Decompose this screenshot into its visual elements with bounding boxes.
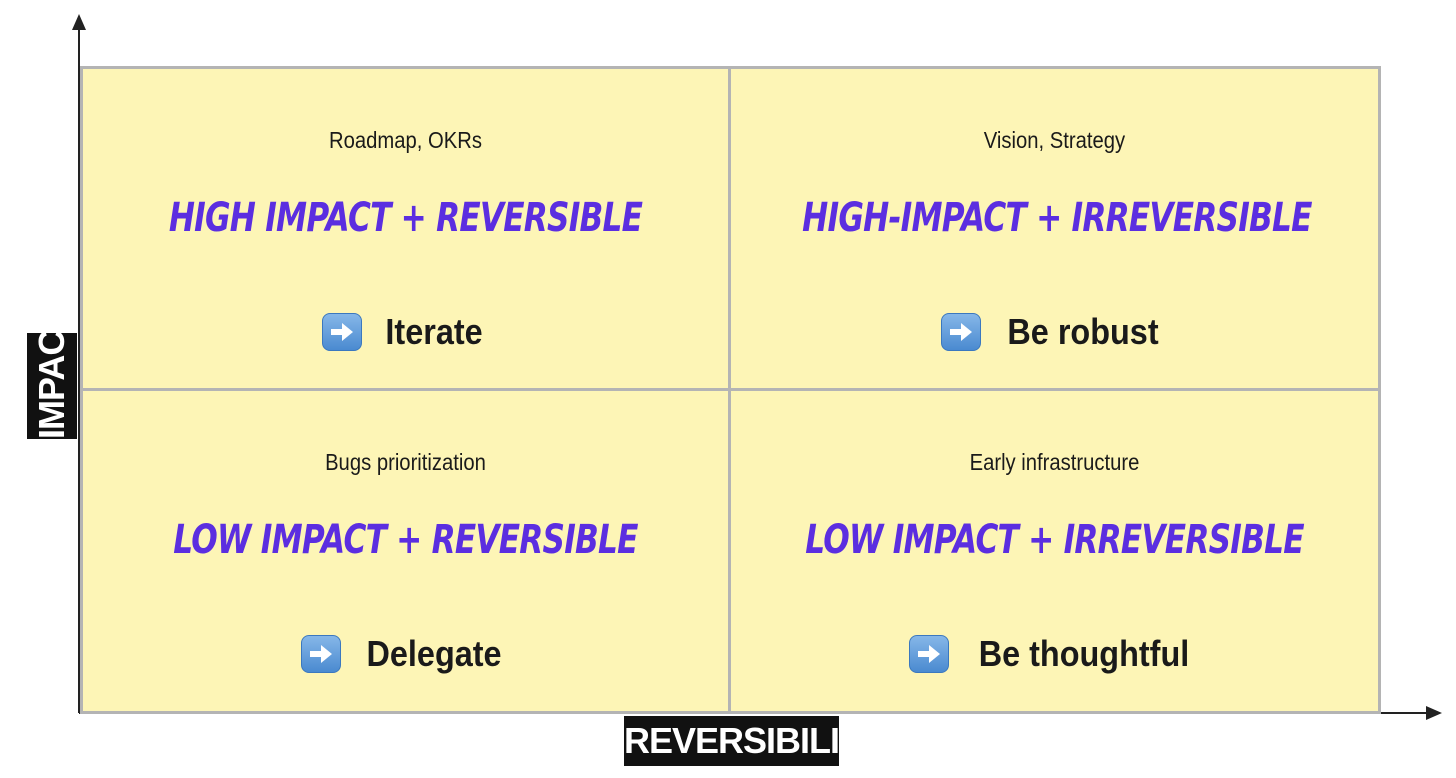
- x-axis-arrowhead: [1426, 706, 1442, 720]
- action-label: Be robust: [1007, 311, 1160, 352]
- quadrant-example: Vision, Strategy: [983, 127, 1126, 153]
- right-arrow-icon: [908, 635, 949, 673]
- quadrant-example: Early infrastructure: [969, 449, 1140, 475]
- quadrant-top-left: Roadmap, OKRs HIGH IMPACT + REVERSIBLE I…: [80, 66, 731, 391]
- y-axis-arrowhead: [72, 14, 86, 30]
- quadrant-bottom-right: Early infrastructure LOW IMPACT + IRREVE…: [728, 388, 1381, 714]
- quadrant-example: Bugs prioritization: [325, 449, 486, 475]
- quadrant-top-right: Vision, Strategy HIGH-IMPACT + IRREVERSI…: [728, 66, 1381, 391]
- right-arrow-icon: [301, 635, 342, 673]
- quadrant-example: Roadmap, OKRs: [328, 127, 482, 153]
- y-axis-label: IMPACT: [27, 310, 77, 439]
- action-label: Iterate: [385, 311, 484, 352]
- quadrant-heading: LOW IMPACT + IRREVERSIBLE: [805, 517, 1304, 563]
- quadrant-action: Be thoughtful: [731, 633, 1378, 675]
- quadrant-heading: HIGH-IMPACT + IRREVERSIBLE: [802, 195, 1312, 241]
- action-label: Be thoughtful: [978, 633, 1189, 674]
- right-arrow-icon: [322, 313, 363, 351]
- x-axis-label: REVERSIBILITY: [624, 716, 884, 766]
- quadrant-bottom-left: Bugs prioritization LOW IMPACT + REVERSI…: [80, 388, 731, 714]
- quadrant-action: Be robust: [731, 311, 1378, 353]
- right-arrow-icon: [941, 313, 982, 351]
- quadrant-heading: LOW IMPACT + REVERSIBLE: [173, 517, 638, 563]
- quadrant-action: Delegate: [83, 633, 728, 675]
- quadrant-heading: HIGH IMPACT + REVERSIBLE: [168, 195, 643, 241]
- quadrant-action: Iterate: [83, 311, 728, 353]
- action-label: Delegate: [366, 633, 503, 674]
